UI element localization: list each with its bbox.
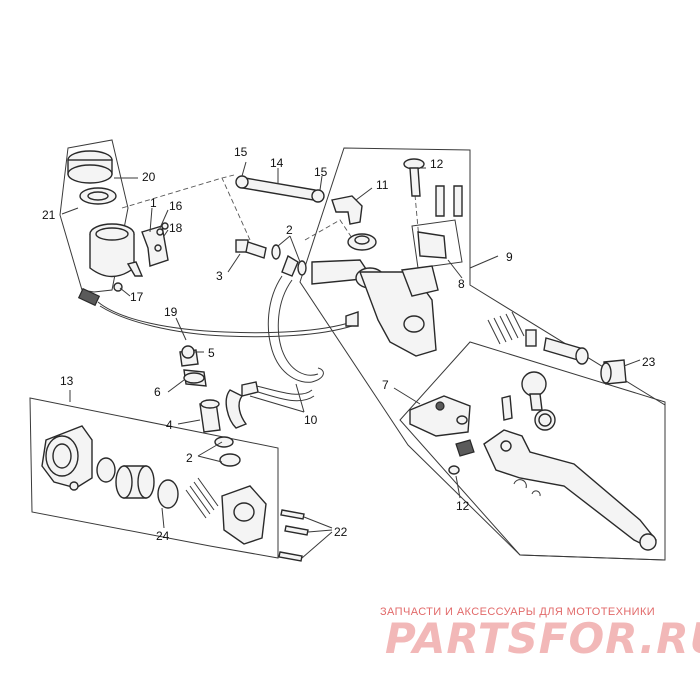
callout-2-upper: 2 <box>286 223 293 237</box>
watermark-tagline: ЗАПЧАСТИ И АКСЕССУАРЫ ДЛЯ МОТОТЕХНИКИ <box>380 606 656 618</box>
slave-piston-set <box>96 457 267 545</box>
screw-group-frame <box>411 219 463 269</box>
reservoir-cap <box>67 150 117 205</box>
callout-12-bottom: 12 <box>456 499 470 513</box>
callout-14: 14 <box>270 156 284 170</box>
callout-15-left: 15 <box>234 145 248 159</box>
watermark-logo: PARTSFOR.RU <box>385 614 700 663</box>
callout-6: 6 <box>154 385 161 399</box>
lever-bracket <box>409 395 513 475</box>
dash-line-hose <box>221 177 251 241</box>
dash-line-bolt12 <box>414 194 421 251</box>
banjo-bolt-upper <box>235 239 307 276</box>
reservoir-frame <box>59 139 129 293</box>
callout-10: 10 <box>304 413 318 427</box>
callout-17: 17 <box>130 290 144 304</box>
clutch-hose <box>225 254 324 429</box>
clutch-switch-cable <box>77 287 359 338</box>
callout-21: 21 <box>42 208 56 222</box>
callout-24: 24 <box>156 529 170 543</box>
master-cylinder-bolt <box>403 158 425 197</box>
callout-18: 18 <box>169 221 183 235</box>
leader-lines <box>61 161 641 529</box>
callout-20: 20 <box>142 170 156 184</box>
breather-hose <box>235 175 325 203</box>
clutch-lever <box>483 429 657 551</box>
clamp-screws <box>417 185 463 259</box>
banjo-fittings <box>179 345 241 467</box>
slave-cylinder-body <box>41 425 93 491</box>
callout-1: 1 <box>150 196 157 210</box>
callout-22: 22 <box>334 525 348 539</box>
callout-9: 9 <box>506 250 513 264</box>
callout-11: 11 <box>376 178 389 192</box>
hose-fitting <box>331 195 377 251</box>
callout-5: 5 <box>208 346 215 360</box>
clutch-slave-frame <box>29 397 279 559</box>
callout-13: 13 <box>60 374 74 388</box>
callout-23: 23 <box>642 355 656 369</box>
callout-7: 7 <box>382 378 389 392</box>
reservoir-body <box>89 223 144 292</box>
master-piston-assembly <box>487 311 627 385</box>
callout-8: 8 <box>458 277 465 291</box>
reservoir-bracket <box>141 222 169 267</box>
callout-16: 16 <box>169 199 183 213</box>
callout-15-right: 15 <box>314 165 328 179</box>
adjuster-knob <box>521 371 556 431</box>
callout-2-lower: 2 <box>186 451 193 465</box>
cover-screws <box>278 509 333 562</box>
callout-12-top: 12 <box>430 157 444 171</box>
callout-19: 19 <box>164 305 178 319</box>
callout-labels: 20 21 1 16 18 17 15 14 15 11 12 2 3 8 9 … <box>42 145 656 543</box>
callout-4: 4 <box>166 418 173 432</box>
master-cylinder-body <box>311 259 439 357</box>
callout-3: 3 <box>216 269 223 283</box>
lever-frame <box>399 341 666 561</box>
